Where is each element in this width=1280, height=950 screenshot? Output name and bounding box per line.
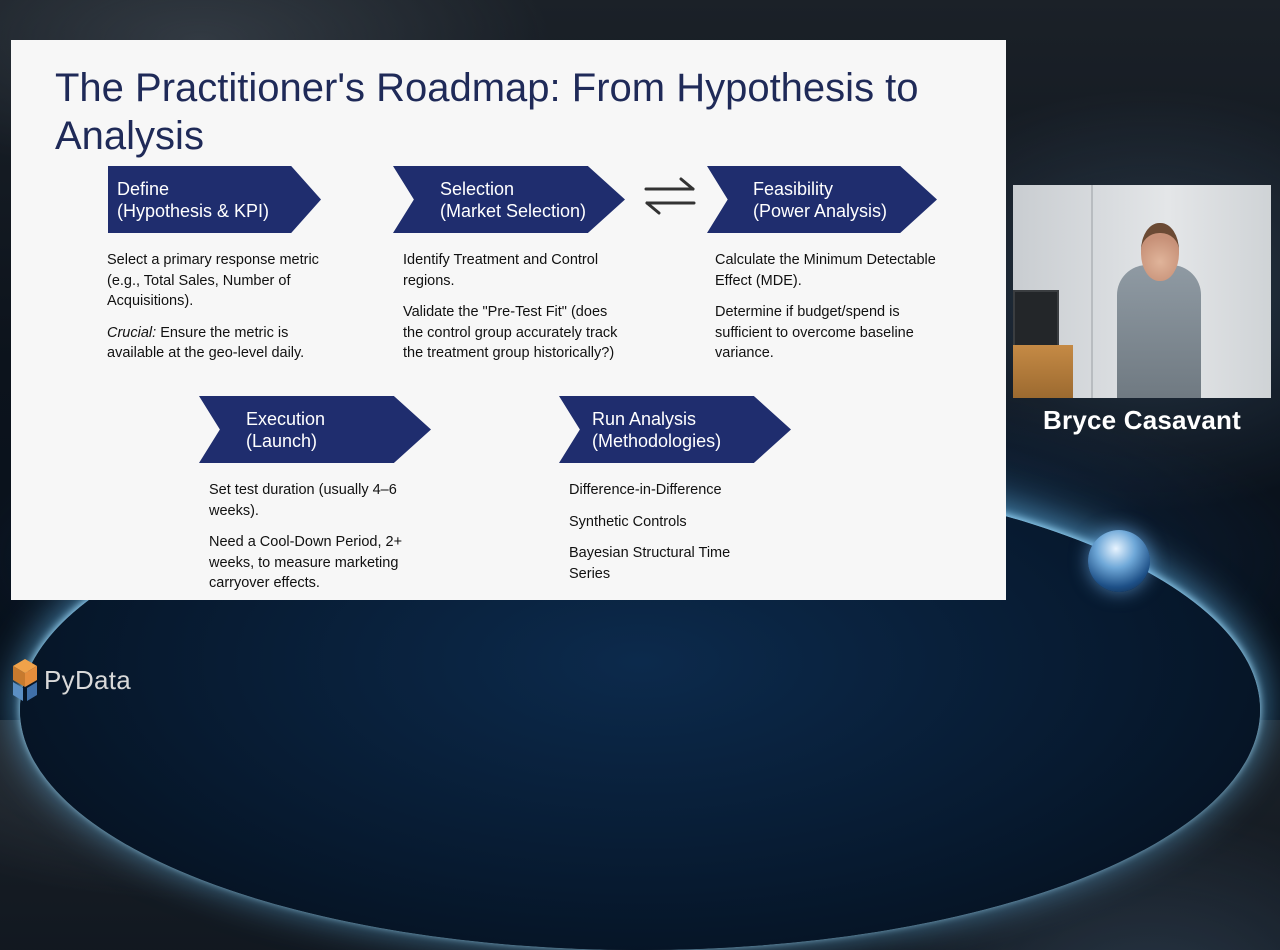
step-feasibility-desc-2: Determine if budget/spend is sufficient … bbox=[715, 304, 914, 361]
step-analysis-desc-3: Bayesian Structural Time Series bbox=[569, 545, 731, 582]
presentation-slide: The Practitioner's Roadmap: From Hypothe… bbox=[11, 40, 1006, 600]
step-execution-desc-1: Set test duration (usually 4–6 weeks). bbox=[209, 482, 397, 519]
step-selection-description: Identify Treatment and Control regions. … bbox=[403, 250, 621, 375]
step-analysis-title: Run Analysis bbox=[592, 408, 697, 429]
step-selection-desc-1: Identify Treatment and Control regions. bbox=[403, 252, 599, 289]
step-analysis-subtitle: (Methodologies) bbox=[592, 430, 722, 451]
step-analysis-chevron: Run Analysis (Methodologies) bbox=[559, 396, 791, 463]
step-selection-chevron: Selection (Market Selection) bbox=[393, 166, 625, 233]
small-globe bbox=[1088, 530, 1150, 592]
speaker-name: Bryce Casavant bbox=[1043, 405, 1241, 435]
step-execution-subtitle: (Launch) bbox=[246, 430, 318, 451]
step-define-subtitle: (Hypothesis & KPI) bbox=[117, 200, 270, 221]
step-selection-subtitle: (Market Selection) bbox=[440, 200, 587, 221]
step-feasibility-subtitle: (Power Analysis) bbox=[753, 200, 888, 221]
step-define-desc-2: Crucial: Ensure the metric is available … bbox=[107, 323, 337, 364]
step-define-desc-2-text: Ensure the metric is available at the ge… bbox=[107, 324, 305, 362]
step-analysis-desc-1: Difference-in-Difference bbox=[569, 482, 722, 498]
wall-seam bbox=[1091, 185, 1093, 398]
step-selection-desc-2: Validate the "Pre-Test Fit" (does the co… bbox=[403, 304, 618, 361]
pydata-cubes-icon bbox=[13, 659, 37, 701]
step-define-desc-1: Select a primary response metric (e.g., … bbox=[107, 252, 319, 309]
pydata-logo: PyData bbox=[10, 656, 131, 704]
podium-shape bbox=[1013, 345, 1073, 398]
step-analysis-desc-2: Synthetic Controls bbox=[569, 513, 687, 530]
step-feasibility-description: Calculate the Minimum Detectable Effect … bbox=[715, 250, 945, 375]
bidirectional-arrows-icon bbox=[644, 177, 696, 215]
step-feasibility-chevron: Feasibility (Power Analysis) bbox=[707, 166, 937, 233]
step-analysis-description: Difference-in-Difference Synthetic Contr… bbox=[569, 480, 769, 595]
monitor-shape bbox=[1013, 290, 1059, 352]
speaker-body-shape bbox=[1117, 265, 1201, 398]
speaker-camera-feed bbox=[1013, 185, 1271, 398]
step-selection-title: Selection bbox=[440, 178, 515, 199]
pydata-logo-text: PyData bbox=[44, 664, 132, 695]
step-define-chevron: Define (Hypothesis & KPI) bbox=[108, 166, 321, 233]
crucial-label: Crucial: bbox=[107, 324, 157, 341]
step-execution-chevron: Execution (Launch) bbox=[199, 396, 431, 463]
step-execution-title: Execution bbox=[246, 408, 326, 429]
step-define-description: Select a primary response metric (e.g., … bbox=[107, 250, 337, 375]
step-execution-desc-2: Need a Cool-Down Period, 2+ weeks, to me… bbox=[209, 534, 403, 591]
slide-title: The Practitioner's Roadmap: From Hypothe… bbox=[55, 66, 919, 158]
speaker-head-shape bbox=[1141, 223, 1179, 281]
step-feasibility-title: Feasibility bbox=[753, 178, 834, 199]
step-execution-description: Set test duration (usually 4–6 weeks). N… bbox=[209, 480, 424, 605]
step-feasibility-desc-1: Calculate the Minimum Detectable Effect … bbox=[715, 252, 936, 289]
step-define-title: Define bbox=[117, 178, 170, 199]
